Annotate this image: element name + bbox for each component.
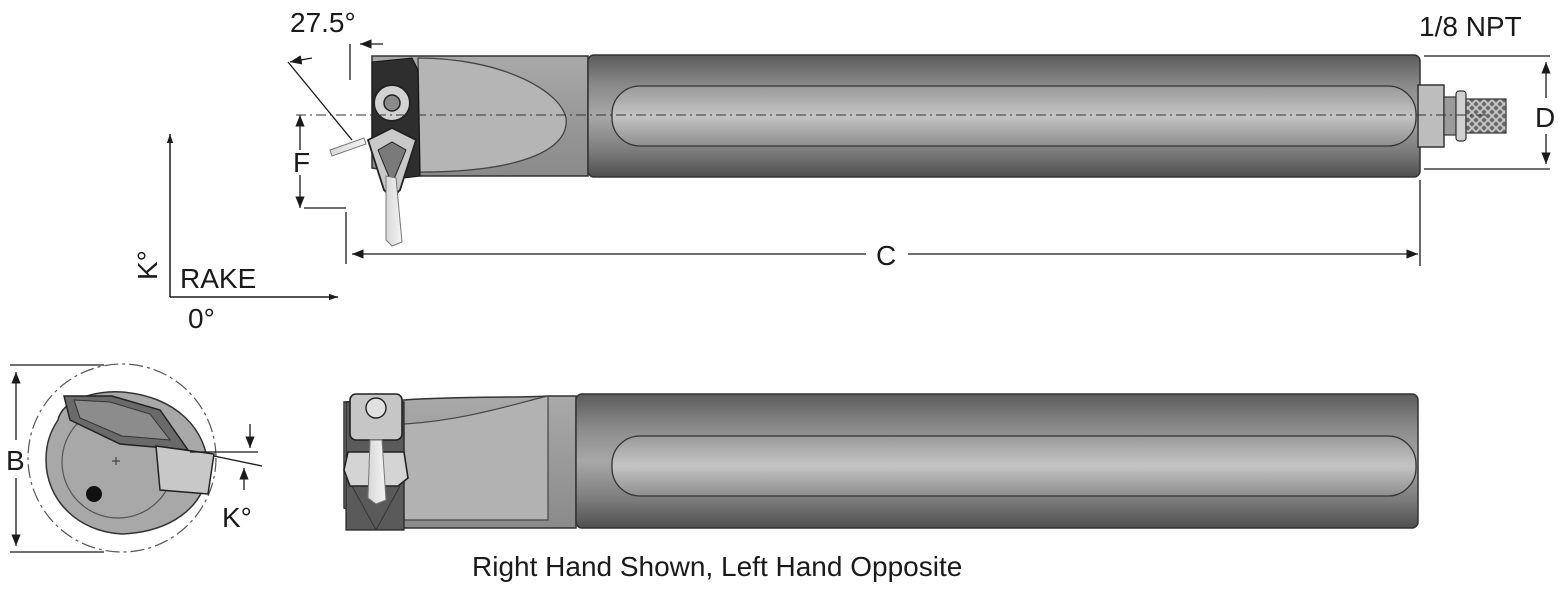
label-dim-d: D <box>1535 102 1555 133</box>
rake-axes <box>166 134 338 301</box>
top-screw-socket <box>383 94 401 112</box>
top-fitting-hex <box>1417 84 1445 148</box>
label-thread: 1/8 NPT <box>1419 11 1522 42</box>
side-shank-flat <box>611 435 1417 497</box>
side-view <box>343 393 1419 532</box>
top-shank-flat <box>611 85 1417 147</box>
end-holder-face <box>73 399 172 441</box>
side-coolant-jet <box>367 439 387 505</box>
label-rake: RAKE <box>180 263 256 294</box>
top-coolant-jet-left <box>329 137 367 157</box>
end-coolant-hole <box>86 486 102 502</box>
label-k-front: K° <box>222 502 252 533</box>
top-view <box>296 54 1507 247</box>
end-insert <box>155 445 215 495</box>
label-angle-top: 27.5° <box>290 7 356 38</box>
side-clamp-screw <box>365 397 387 419</box>
label-zero: 0° <box>188 303 215 334</box>
side-scoop <box>403 395 549 521</box>
side-holder-taper <box>351 485 401 532</box>
top-dimensions <box>287 39 1551 266</box>
top-coolant-hose <box>1465 98 1507 134</box>
label-dim-b: B <box>6 445 25 476</box>
top-scoop <box>417 57 567 173</box>
top-insert-face <box>377 141 407 186</box>
label-dim-f: F <box>293 147 310 178</box>
end-bore-circle <box>27 363 217 553</box>
caption: Right Hand Shown, Left Hand Opposite <box>472 551 962 582</box>
end-dimensions <box>10 364 263 553</box>
top-fitting-nut <box>1443 96 1457 136</box>
label-k-axis: K° <box>132 250 163 280</box>
top-fitting-ring <box>1455 90 1467 142</box>
label-dim-c: C <box>876 240 896 271</box>
top-coolant-jet-down <box>385 175 403 247</box>
end-view <box>27 363 217 553</box>
